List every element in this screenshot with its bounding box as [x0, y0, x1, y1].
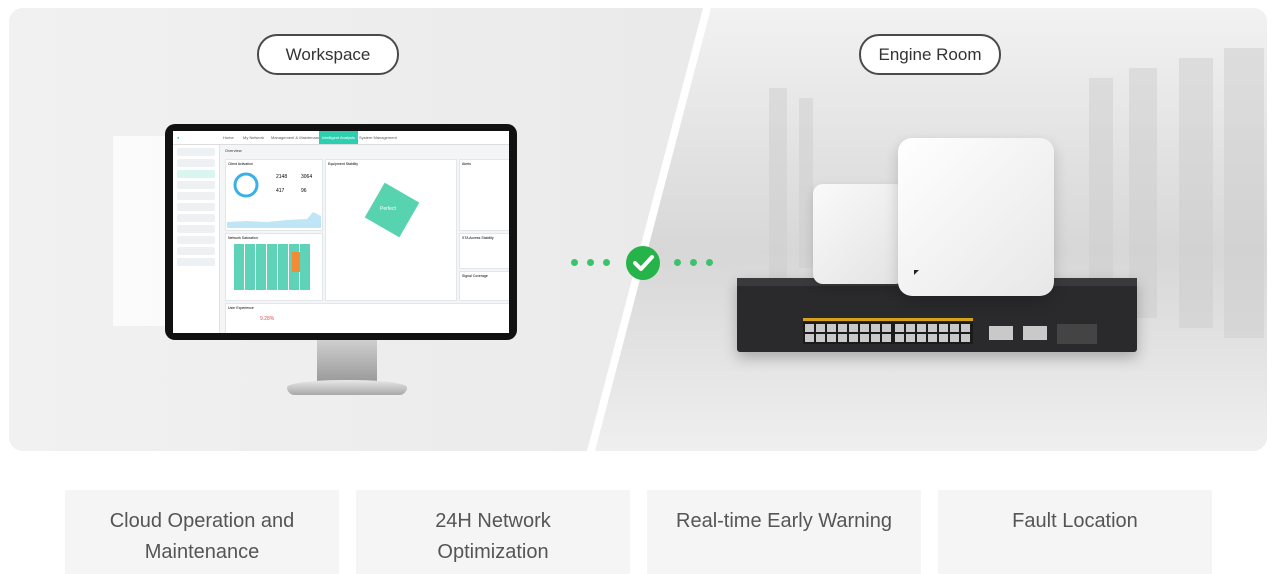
panel-title: Overview: [225, 148, 242, 153]
feature-line: Cloud Operation and: [109, 510, 295, 532]
workspace-label: Workspace: [257, 34, 399, 75]
feature-line: 24H Network: [435, 510, 551, 532]
access-point-small: [813, 184, 905, 284]
connector-dot: [587, 259, 594, 266]
monitor-stand: [317, 340, 377, 382]
monitor-base: [287, 380, 407, 395]
feature-line: Fault Location: [1012, 510, 1138, 532]
feature-fault-location: Fault Location: [938, 490, 1212, 574]
nav-home: Home: [223, 135, 234, 140]
nav-my-network: My Network: [243, 135, 265, 140]
feature-line: Maintenance: [144, 541, 260, 563]
dashboard-screen: ● Home My Network Management & Maintenan…: [173, 131, 509, 333]
nav-intelligent-analysis: Intelligent Analysis: [319, 131, 358, 144]
nav-management: Management & Maintenance: [271, 135, 323, 140]
feature-cloud-operation: Cloud Operation and Maintenance: [65, 490, 339, 574]
access-point-large: [898, 138, 1054, 296]
dashboard-sidebar: [173, 145, 220, 333]
ap-indicator: [914, 270, 919, 275]
connector-dot: [706, 259, 713, 266]
card-client-activation: Client Activation 2148 3064 417 96: [225, 159, 323, 231]
card-sta-access-stability: STA Access Stability: [459, 233, 509, 269]
connector-dot: [674, 259, 681, 266]
switch-ports: [803, 318, 1097, 344]
connector-dot: [690, 259, 697, 266]
engine-room-label: Engine Room: [859, 34, 1001, 75]
card-alerts: Alerts: [459, 159, 509, 231]
card-equipment-stability: Equipment Stability Perfect: [325, 159, 457, 301]
feature-network-optimization: 24H Network Optimization: [356, 490, 630, 574]
nav-system-management: System Management: [359, 135, 397, 140]
background-panels: [113, 136, 173, 326]
card-signal-coverage: Signal Coverage: [459, 271, 509, 301]
feature-line: Optimization: [437, 541, 549, 563]
feature-early-warning: Real-time Early Warning: [647, 490, 921, 574]
card-user-experience: User Experience 9.28%: [225, 303, 509, 333]
desktop-monitor: ● Home My Network Management & Maintenan…: [165, 124, 517, 340]
feature-line: Real-time Early Warning: [676, 510, 892, 532]
connector-dot: [571, 259, 578, 266]
card-network-saturation: Network Saturation: [225, 233, 323, 301]
check-icon: [626, 246, 660, 280]
dashboard-top-nav: ● Home My Network Management & Maintenan…: [173, 131, 509, 145]
hero-banner: Workspace Engine Room ● Home My Network …: [9, 8, 1267, 451]
connector-dot: [603, 259, 610, 266]
